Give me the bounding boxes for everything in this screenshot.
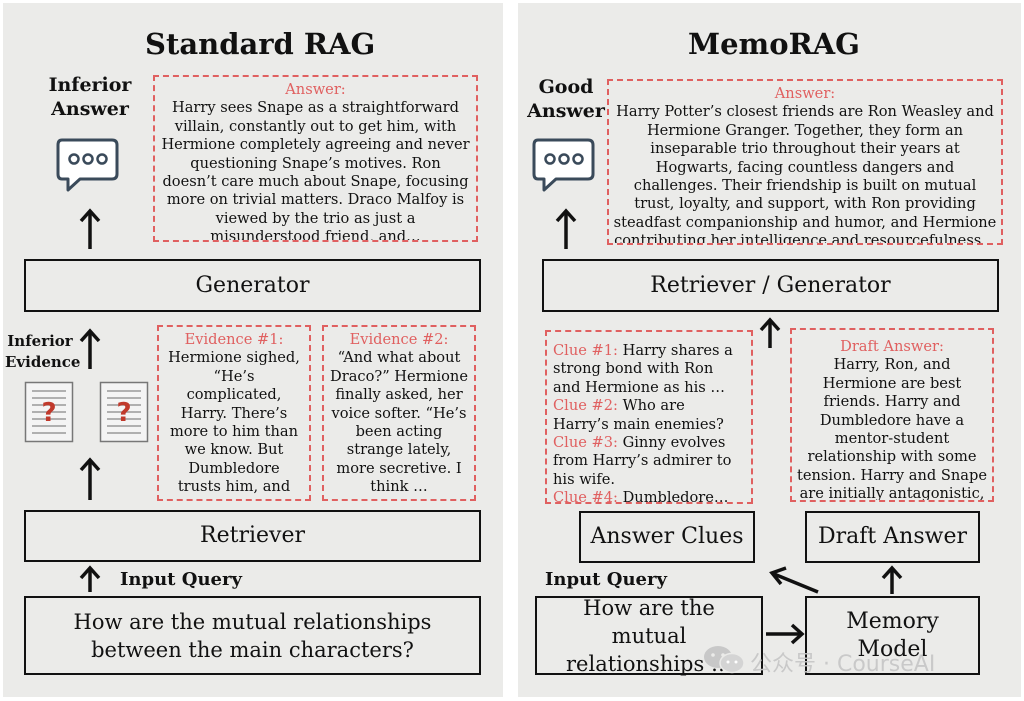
clue-item: Clue #1: Harry shares a strong bond with… [553,342,745,397]
arrow-up-generator-to-answer [79,208,101,249]
chat-bubble-icon [56,137,120,199]
answer-clues-box: Answer Clues [579,511,755,563]
document-question-icon: ? [24,381,74,447]
wechat-logo-icon [702,643,746,679]
draft-heading: Draft Answer: [840,338,944,355]
evidence-1-text: Hermione sighed, “He’s complicated, Harr… [168,349,300,499]
evidence-1-box: Evidence #1: Hermione sighed, “He’s comp… [157,325,311,501]
evidence-2-text: “And what about Draco?” Hermione finally… [330,349,468,496]
draft-answer-text-box: Draft Answer: Harry, Ron, and Hermione a… [790,328,994,502]
retriever-generator-box: Retriever / Generator [542,259,999,312]
clue-item: Clue #4: Dumbledore… [553,489,745,504]
clue-key: Clue #1: [553,342,618,359]
input-query-label: Input Query [120,569,242,590]
document-question-icon: ? [99,381,149,447]
arrow-up-clues-to-retriever [759,317,781,348]
memory-model-label: Memory Model [846,608,939,662]
watermark-text: 公众号 · CourseAI [750,652,936,677]
arrow-memory-to-draft-answer [881,565,903,594]
memorag-title: MemoRAG [688,27,860,61]
svg-text:?: ? [41,398,56,428]
svg-text:?: ? [116,398,131,428]
query-box: How are the mutual relationships between… [24,596,481,675]
evidence-1-heading: Evidence #1: [184,331,284,348]
clue-item: Clue #2: Who are Harry’s main enemies? [553,397,745,434]
answer-text: Harry sees Snape as a straightforward vi… [161,99,470,242]
arrow-up-retriever-to-evidence [79,457,101,500]
query-text: How are the mutual relationships … [566,595,732,676]
input-query-label: Input Query [545,569,667,590]
arrow-up-query-to-retriever [79,565,101,592]
arrow-memory-to-answer-clues [769,566,819,594]
generator-box: Generator [24,259,481,312]
evidence-2-box: Evidence #2: “And what about Draco?” Her… [322,325,476,501]
clue-text: Who are Harry’s main enemies? [553,397,724,433]
arrow-up-evidence-to-generator [79,328,101,369]
retriever-box: Retriever [24,510,481,562]
memorag-panel [518,3,1021,697]
clue-item: Clue #3: Ginny evolves from Harry’s admi… [553,434,745,489]
arrow-up-generator-to-answer [555,208,577,249]
standard-rag-title: Standard RAG [145,27,376,61]
clue-text: Harry shares a strong bond with Ron and … [553,342,733,396]
good-answer-label: Good Answer [527,76,605,122]
clue-key: Clue #3: [553,434,618,452]
clue-text: Ginny evolves from Harry’s admirer to hi… [553,434,732,488]
answer-heading: Answer: [774,85,836,102]
chat-bubble-icon [532,137,596,199]
standard-rag-panel [3,3,503,697]
evidence-2-heading: Evidence #2: [349,331,449,348]
inferior-answer-label: Inferior Answer [48,74,132,120]
inferior-evidence-label: Inferior Evidence [5,332,81,371]
answer-text: Harry Potter’s closest friends are Ron W… [613,103,997,245]
query-text: How are the mutual relationships between… [73,609,432,662]
answer-heading: Answer: [285,81,346,98]
query-box: How are the mutual relationships … [535,595,763,676]
standard-answer-box: Answer: Harry sees Snape as a straightfo… [153,75,478,242]
draft-text: Harry, Ron, and Hermione are best friend… [797,356,987,502]
clue-key: Clue #4: [553,489,618,504]
clues-box: Clue #1: Harry shares a strong bond with… [545,330,753,504]
arrow-query-to-memory [766,623,805,645]
clue-text: Dumbledore… [622,489,729,504]
draft-answer-box: Draft Answer [805,511,980,563]
memory-model-box: Memory Model [805,596,980,675]
memorag-answer-box: Answer: Harry Potter’s closest friends a… [607,79,1003,245]
clue-key: Clue #2: [553,397,618,415]
